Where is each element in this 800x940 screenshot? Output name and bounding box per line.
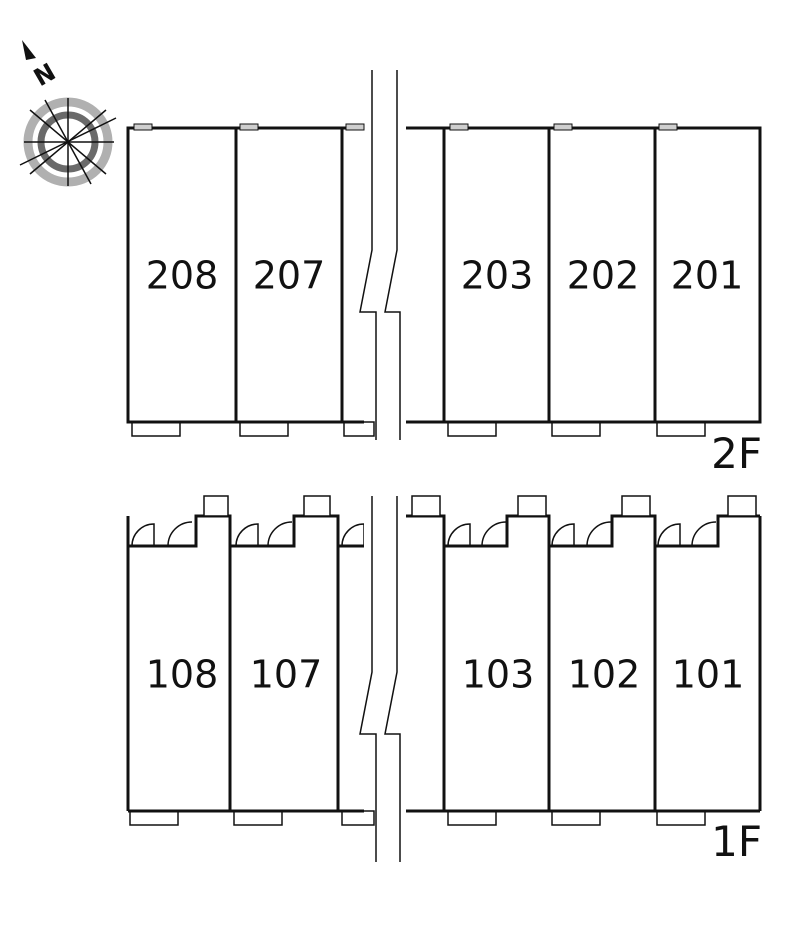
unit-label: 203 [461,254,534,298]
unit-label: 207 [253,254,326,298]
unit-label: 101 [672,653,745,697]
unit-label: 102 [568,653,641,697]
unit-label: 103 [462,653,535,697]
floor-label: 1F [711,817,762,866]
north-label: N [29,58,60,92]
floor-2f: 208 207 203 202 201 2F [126,70,762,478]
unit-label: 201 [671,254,744,298]
compass-rose-icon: N [19,40,117,187]
unit-label: 108 [146,653,219,697]
floor-label: 2F [711,429,762,478]
unit-label: 202 [567,254,640,298]
unit-label: 208 [146,254,219,298]
floor-1f: 108 107 103 102 101 1F [126,495,762,866]
unit-label: 107 [250,653,323,697]
